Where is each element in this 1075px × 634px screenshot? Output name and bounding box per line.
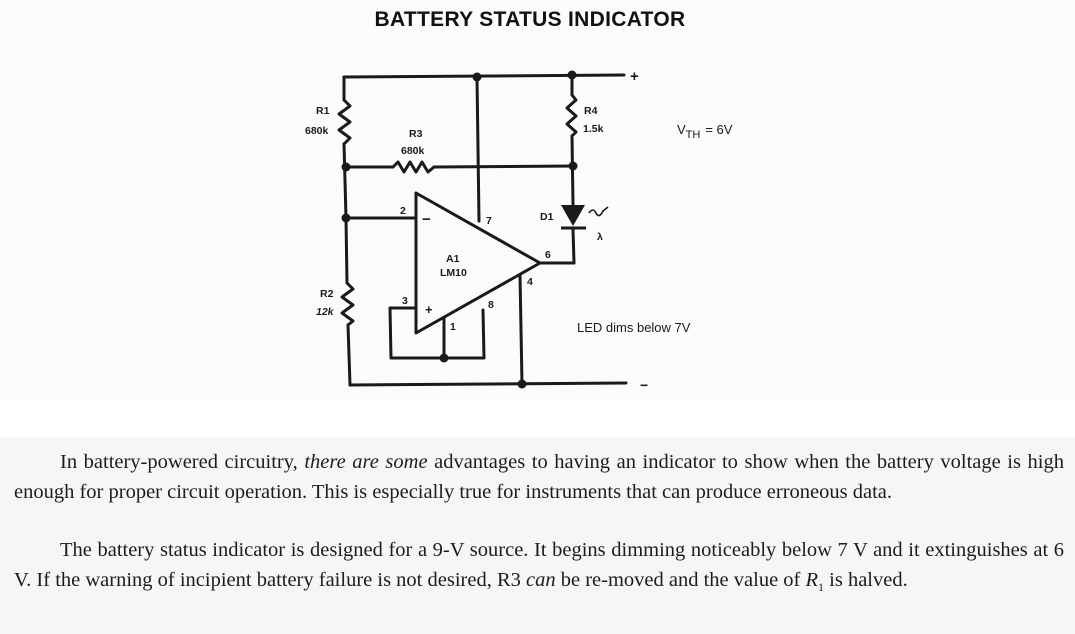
wire-r2-bottom	[346, 323, 352, 387]
wire-pin3-loop	[388, 306, 486, 360]
wire-pin4	[518, 273, 524, 386]
pin-6-label: 6	[545, 249, 551, 261]
wire-r2-top	[344, 216, 349, 285]
pin-7-label: 7	[486, 215, 492, 227]
schematic-panel	[0, 0, 1075, 400]
wire-r4-bottom	[570, 134, 575, 207]
paragraph-2: The battery status indicator is designed…	[14, 536, 1064, 602]
resistor-r3-zigzag	[391, 160, 436, 174]
pin-1-label: 1	[450, 321, 456, 333]
label-r3-value: 680k	[401, 145, 425, 157]
paragraph-2-part-b: can	[526, 568, 556, 591]
node-top-mid	[472, 72, 482, 82]
paragraph-1-part-b: there are some	[304, 451, 428, 473]
paragraph-1-part-a: In battery-powered circuitry,	[60, 451, 305, 473]
opamp-noninverting-sign: +	[425, 302, 433, 317]
wire-pin7	[475, 75, 481, 223]
label-r1-value: 680k	[305, 125, 329, 137]
label-a1-ref: A1	[446, 253, 460, 265]
paragraph-1-part-c: advantages to having an indicator to sho…	[14, 451, 1064, 503]
vth-value: = 6V	[705, 122, 732, 137]
pin-3-label: 3	[402, 295, 408, 307]
wire-r3-right	[432, 164, 577, 169]
paragraph-2-part-a: The battery status indicator is designed…	[14, 539, 1064, 591]
paragraph-2-part-c: be re-moved and the value of	[555, 568, 806, 591]
pin-8-label: 8	[488, 299, 494, 311]
positive-terminal: +	[630, 68, 639, 85]
label-a1-part: LM10	[440, 267, 467, 279]
wire-left-mid	[342, 142, 348, 220]
vth-subscript: TH	[686, 129, 701, 141]
led-triangle	[561, 205, 585, 226]
resistor-r4-zigzag	[565, 93, 578, 138]
negative-terminal: −	[640, 377, 648, 393]
diagram-title: BATTERY STATUS INDICATOR	[374, 8, 686, 31]
label-lambda: λ	[597, 231, 603, 243]
resistor-r2-zigzag	[340, 281, 355, 327]
node-pin1	[439, 353, 449, 363]
text-panel	[0, 437, 1075, 634]
label-r2-ref: R2	[320, 288, 334, 300]
led-note: LED dims below 7V	[577, 320, 691, 335]
paragraph-2-r1-subscript: 1	[818, 579, 825, 594]
opamp-a1-triangle	[414, 191, 542, 335]
circuit-schematic: R1 680k R3 680k R4 1.5k R2 12k D1 λ A1 L…	[305, 68, 733, 393]
wire-top-rail	[342, 73, 626, 79]
node-inverting	[341, 213, 351, 223]
pin-4-label: 4	[527, 276, 533, 288]
vth-prefix: V	[677, 122, 686, 137]
node-left-r3	[341, 162, 351, 172]
label-r4-value: 1.5k	[583, 123, 604, 135]
paragraph-1: In battery-powered circuitry, there are …	[14, 448, 1064, 507]
label-r2-value: 12k	[316, 306, 335, 318]
node-r4-led	[568, 161, 578, 171]
node-top-right	[567, 70, 577, 80]
pin-2-label: 2	[400, 205, 406, 217]
label-r3-ref: R3	[409, 128, 423, 140]
opamp-inverting-sign: −	[422, 211, 431, 228]
panel-gap	[0, 400, 1075, 437]
paragraph-2-r1-symbol: R	[805, 568, 819, 591]
label-d1-ref: D1	[540, 211, 554, 223]
label-r1-ref: R1	[316, 105, 330, 117]
led-d1	[561, 205, 609, 230]
wire-bottom-rail	[348, 381, 628, 387]
wire-led-cathode	[571, 227, 576, 265]
light-emission-icon	[588, 206, 609, 217]
resistor-r1-zigzag	[337, 98, 352, 146]
vth-annotation: VTH = 6V	[677, 122, 733, 141]
paragraph-2-part-d: is halved.	[824, 568, 908, 591]
node-bottom	[517, 379, 527, 389]
label-r4-ref: R4	[584, 105, 598, 117]
